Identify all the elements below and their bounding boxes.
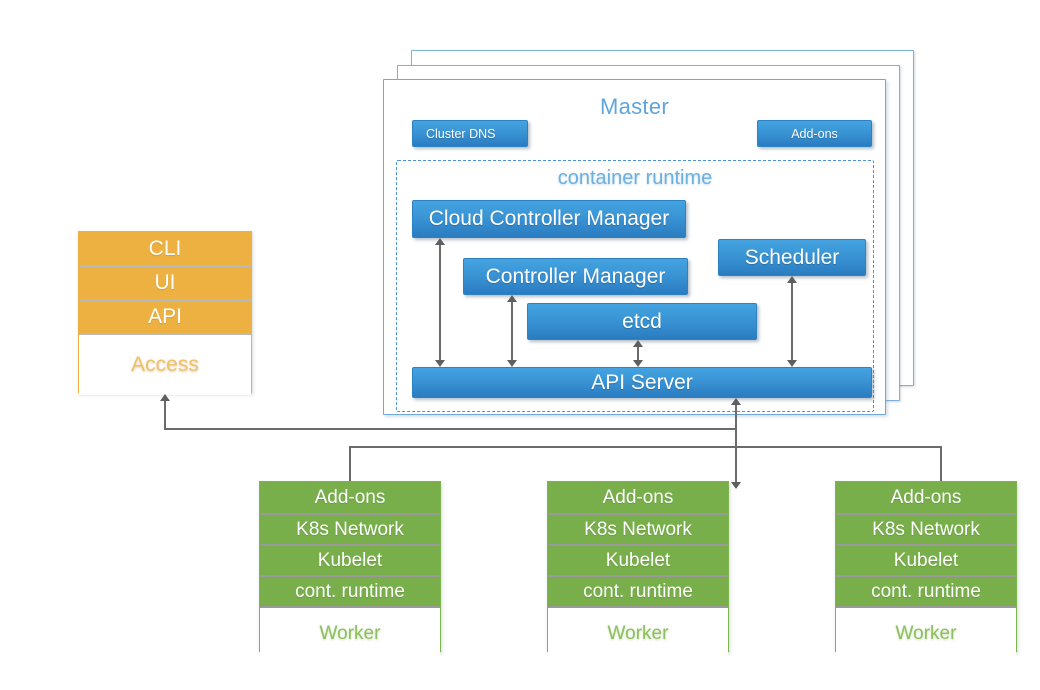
access-footer-label: Access	[131, 353, 199, 376]
access-footer: Access	[79, 335, 251, 395]
worker-2-layer-addons-label: Add-ons	[602, 486, 674, 508]
worker-2-footer-label: Worker	[607, 622, 669, 644]
arrowhead-ccm-up	[435, 238, 445, 245]
connector-ccm-apiserver	[439, 244, 441, 361]
worker-2-layer-network[interactable]: K8s Network	[548, 515, 728, 546]
worker-3-layer-kubelet-label: Kubelet	[893, 549, 959, 571]
scheduler-label: Scheduler	[744, 245, 840, 269]
worker-1-layer-runtime-label: cont. runtime	[295, 580, 405, 602]
worker-1-layer-network-label: K8s Network	[296, 518, 404, 540]
access-item-ui-label: UI	[154, 271, 176, 294]
worker-1-layer-network[interactable]: K8s Network	[260, 515, 440, 546]
master-addons-label: Add-ons	[791, 126, 838, 141]
cluster-dns-box[interactable]: Cluster DNS	[412, 120, 528, 147]
worker-node-2: Add-ons K8s Network Kubelet cont. runtim…	[547, 481, 729, 659]
master-title: Master	[599, 94, 670, 119]
worker-2-layer-addons[interactable]: Add-ons	[548, 482, 728, 515]
worker-2-layer-kubelet-label: Kubelet	[605, 549, 671, 571]
worker-3-layer-kubelet[interactable]: Kubelet	[836, 546, 1016, 577]
arrowhead-etcd-down	[633, 360, 643, 367]
connector-bus-to-worker-1	[349, 446, 351, 488]
worker-3-footer: Worker	[836, 608, 1016, 659]
connector-scheduler-apiserver	[791, 282, 793, 361]
access-item-ui[interactable]: UI	[79, 267, 251, 301]
controller-manager-label: Controller Manager	[485, 264, 666, 288]
worker-2-layer-network-label: K8s Network	[584, 518, 692, 540]
arrowhead-cm-down	[507, 360, 517, 367]
access-panel: CLI UI API Access	[78, 231, 252, 395]
worker-2-footer: Worker	[548, 608, 728, 659]
access-item-api-label: API	[148, 305, 182, 328]
worker-2-layer-runtime[interactable]: cont. runtime	[548, 577, 728, 608]
access-item-cli-label: CLI	[148, 236, 182, 260]
worker-1-footer: Worker	[260, 608, 440, 659]
connector-access-vertical	[164, 400, 166, 429]
worker-3-layer-network[interactable]: K8s Network	[836, 515, 1016, 546]
access-item-cli[interactable]: CLI	[79, 232, 251, 267]
arrowhead-cm-up	[507, 295, 517, 302]
access-item-api[interactable]: API	[79, 301, 251, 335]
worker-3-footer-label: Worker	[895, 622, 957, 644]
api-server-box[interactable]: API Server	[412, 367, 872, 398]
connector-cm-apiserver	[511, 301, 513, 361]
worker-node-3: Add-ons K8s Network Kubelet cont. runtim…	[835, 481, 1017, 659]
worker-3-layer-addons-label: Add-ons	[890, 486, 962, 508]
etcd-box[interactable]: etcd	[527, 303, 757, 340]
cloud-controller-manager-label: Cloud Controller Manager	[428, 207, 670, 230]
connector-bus-to-worker-3	[940, 446, 942, 488]
worker-1-layer-kubelet[interactable]: Kubelet	[260, 546, 440, 577]
arrowhead-etcd-up	[633, 340, 643, 347]
container-runtime-region: container runtime	[396, 160, 874, 412]
arrowhead-worker2-down	[731, 482, 741, 489]
container-runtime-title: container runtime	[557, 167, 713, 189]
arrowhead-scheduler-up	[787, 276, 797, 283]
worker-1-footer-label: Worker	[319, 622, 381, 644]
worker-node-1: Add-ons K8s Network Kubelet cont. runtim…	[259, 481, 441, 659]
worker-3-layer-addons[interactable]: Add-ons	[836, 482, 1016, 515]
worker-2-layer-kubelet[interactable]: Kubelet	[548, 546, 728, 577]
worker-3-layer-runtime-label: cont. runtime	[871, 580, 981, 602]
controller-manager-box[interactable]: Controller Manager	[463, 258, 688, 295]
arrowhead-scheduler-down	[787, 360, 797, 367]
connector-access-to-apiserver-vertical	[735, 404, 737, 429]
api-server-label: API Server	[591, 370, 693, 394]
worker-2-layer-runtime-label: cont. runtime	[583, 580, 693, 602]
worker-1-layer-kubelet-label: Kubelet	[317, 549, 383, 571]
connector-worker-bus	[349, 446, 941, 448]
worker-3-layer-network-label: K8s Network	[872, 518, 980, 540]
worker-1-layer-runtime[interactable]: cont. runtime	[260, 577, 440, 608]
worker-1-layer-addons[interactable]: Add-ons	[260, 482, 440, 515]
worker-3-layer-runtime[interactable]: cont. runtime	[836, 577, 1016, 608]
worker-1-layer-addons-label: Add-ons	[314, 486, 386, 508]
connector-etcd-apiserver	[637, 346, 639, 361]
scheduler-box[interactable]: Scheduler	[718, 239, 866, 276]
master-addons-box[interactable]: Add-ons	[757, 120, 872, 147]
cloud-controller-manager-box[interactable]: Cloud Controller Manager	[412, 200, 686, 238]
arrowhead-ccm-down	[435, 360, 445, 367]
connector-apiserver-bus-drop	[735, 428, 737, 488]
etcd-label: etcd	[622, 309, 662, 333]
connector-access-horizontal	[164, 428, 737, 430]
cluster-dns-label: Cluster DNS	[426, 126, 496, 141]
arrowhead-access-up	[160, 394, 170, 401]
arrowhead-apiserver-up-from-access	[731, 398, 741, 405]
